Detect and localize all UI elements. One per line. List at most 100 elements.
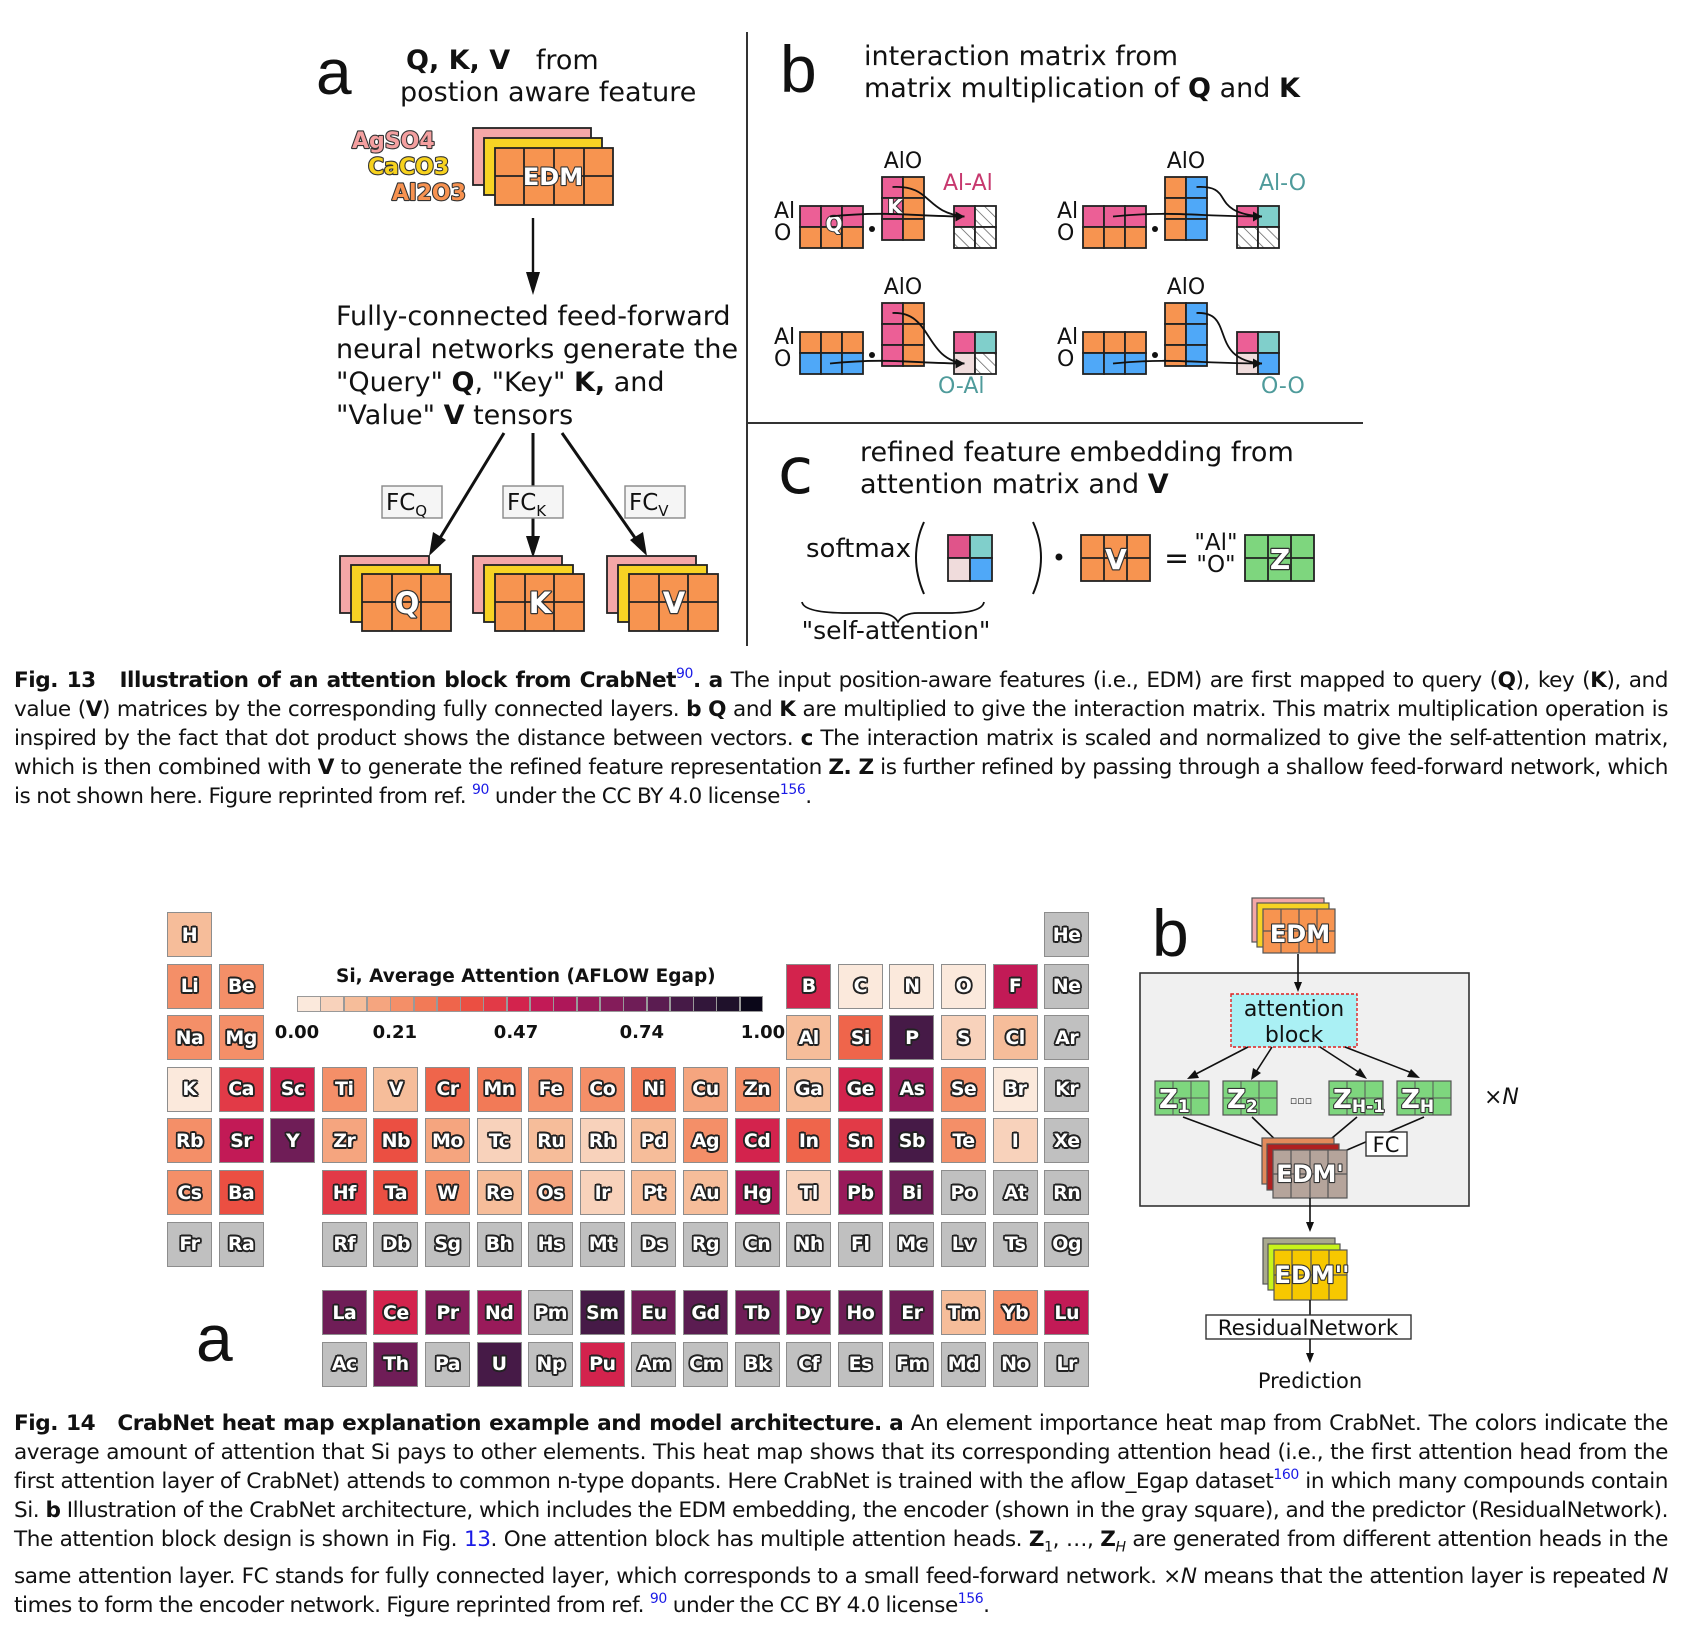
tensor-stack-v: [606, 555, 719, 632]
element-cell-no: No: [992, 1341, 1038, 1387]
ref-link-90[interactable]: 90: [472, 782, 489, 798]
edm-double-prime-stack: [1262, 1237, 1348, 1301]
element-symbol: Hg: [742, 1181, 772, 1204]
c-title-V: V: [1147, 469, 1169, 500]
caption-text: The interaction matrix is scaled and nor…: [14, 726, 1668, 780]
dot-operator: [1152, 352, 1158, 358]
element-cell-he: He: [1044, 912, 1090, 957]
element-symbol: Mo: [432, 1129, 463, 1152]
query-row-curve: [1112, 212, 1263, 218]
desc-value: "Value": [336, 400, 444, 431]
colorbar-bin: [343, 996, 368, 1012]
interaction-matrix: [1236, 205, 1280, 249]
caption-Z: Z: [1028, 1527, 1045, 1552]
fig-13-link[interactable]: 13: [463, 1527, 491, 1552]
element-symbol: Sc: [280, 1078, 305, 1101]
element-cell-dy: Dy: [786, 1290, 832, 1335]
element-cell-tm: Tm: [941, 1290, 986, 1335]
ref-link-90[interactable]: 90: [649, 1591, 667, 1608]
fig14-caption: Fig. 14 CrabNet heat map explanation exa…: [14, 1409, 1668, 1620]
b-title-Q: Q: [1188, 73, 1211, 104]
caption-panel-b: b: [45, 1498, 61, 1523]
element-cell-pr: Pr: [425, 1290, 470, 1335]
element-cell-rf: Rf: [321, 1221, 367, 1267]
caption-text: under the CC BY 4.0 license: [488, 784, 781, 809]
element-symbol: Mc: [897, 1233, 927, 1256]
ref-link-156[interactable]: 156: [957, 1591, 984, 1608]
caption-text: Illustration of the CrabNet architecture…: [14, 1498, 1668, 1552]
key-header: AlO: [1167, 275, 1205, 300]
element-cell-ti: Ti: [321, 1066, 367, 1112]
caption-Z: Z: [1100, 1527, 1116, 1552]
element-cell-sn: Sn: [837, 1118, 883, 1164]
element-symbol: In: [798, 1129, 819, 1152]
repeat-n-label: ×N: [1484, 1085, 1519, 1110]
element-symbol: B: [801, 975, 816, 998]
element-cell-k: K: [167, 1066, 212, 1112]
element-cell-mc: Mc: [889, 1221, 935, 1267]
z-head-h: ZH: [1396, 1080, 1452, 1118]
colorbar-tick-label: 0.47: [493, 1022, 539, 1043]
element-symbol: Es: [848, 1353, 873, 1376]
caption-Q: Q: [708, 697, 727, 722]
prediction-label: Prediction: [1258, 1369, 1362, 1393]
element-cell-cm: Cm: [683, 1341, 728, 1387]
element-symbol: Hf: [332, 1181, 357, 1204]
element-symbol: Sm: [586, 1301, 619, 1324]
edm-tensor-stack: [472, 127, 614, 206]
element-symbol: Nh: [794, 1233, 823, 1256]
element-symbol: Yb: [1001, 1301, 1029, 1324]
element-cell-fl: Fl: [837, 1221, 883, 1267]
colorbar: [297, 996, 764, 1012]
ellipsis-icon: ▫▫▫: [1290, 1094, 1312, 1107]
z-matrix-label: Z: [1270, 543, 1290, 576]
edm-double-prime-label: EDM'': [1275, 1261, 1350, 1289]
colorbar-tick-label: 0.21: [372, 1022, 418, 1043]
row-label-al: Al: [1057, 325, 1078, 350]
ref-link-90[interactable]: 90: [676, 666, 693, 682]
key-matrix: [1164, 302, 1208, 367]
element-symbol: Nb: [381, 1129, 411, 1152]
fig13-a-title-line2: postion aware feature: [400, 77, 697, 108]
caption-Z-sub: 1: [1044, 1539, 1053, 1556]
element-symbol: As: [899, 1078, 925, 1101]
ref-link-160[interactable]: 160: [1273, 1467, 1299, 1483]
residual-network-label: ResidualNetwork: [1218, 1316, 1399, 1341]
element-cell-ge: Ge: [837, 1066, 883, 1112]
dot-operator: [869, 226, 875, 232]
element-cell-fe: Fe: [528, 1066, 574, 1112]
desc-K: K,: [573, 367, 606, 398]
ref-link-156[interactable]: 156: [779, 782, 806, 798]
element-symbol: C: [853, 975, 868, 998]
element-cell-si: Si: [837, 1015, 883, 1061]
element-symbol: Rg: [691, 1233, 720, 1256]
z-row-label-al: "Al": [1194, 530, 1237, 556]
element-cell-al: Al: [786, 1015, 832, 1061]
key-matrix: [1164, 176, 1208, 241]
element-cell-o: O: [941, 963, 986, 1009]
caption-text: , …,: [1052, 1527, 1101, 1552]
caption-text: are generated from different attention h…: [14, 1527, 1668, 1590]
caption-Z: Z: [858, 755, 874, 780]
caption-text: An element importance heat map from Crab…: [14, 1411, 1669, 1494]
colorbar-bin: [716, 996, 741, 1012]
element-symbol: Bi: [901, 1181, 923, 1204]
query-matrix: [1082, 331, 1147, 375]
pair-label: O-O: [1261, 374, 1305, 399]
element-cell-tc: Tc: [476, 1118, 522, 1164]
fig13-caption-label: Fig. 13: [14, 668, 96, 693]
edm-label: EDM: [523, 163, 583, 191]
colorbar-tick-label: 0.00: [274, 1022, 320, 1043]
element-cell-mo: Mo: [425, 1118, 470, 1164]
element-cell-md: Md: [941, 1341, 986, 1387]
element-symbol: Tm: [947, 1301, 980, 1324]
element-cell-rg: Rg: [683, 1221, 728, 1267]
fig13-panel-b-letter: b: [780, 32, 817, 106]
element-cell-pd: Pd: [631, 1118, 677, 1164]
element-cell-nh: Nh: [786, 1221, 832, 1267]
desc-query: "Query": [336, 367, 452, 398]
colorbar-bin: [297, 996, 321, 1012]
arrow-down-icon: [1306, 1339, 1314, 1363]
element-symbol: Eu: [641, 1301, 667, 1324]
element-cell-rb: Rb: [167, 1118, 212, 1164]
